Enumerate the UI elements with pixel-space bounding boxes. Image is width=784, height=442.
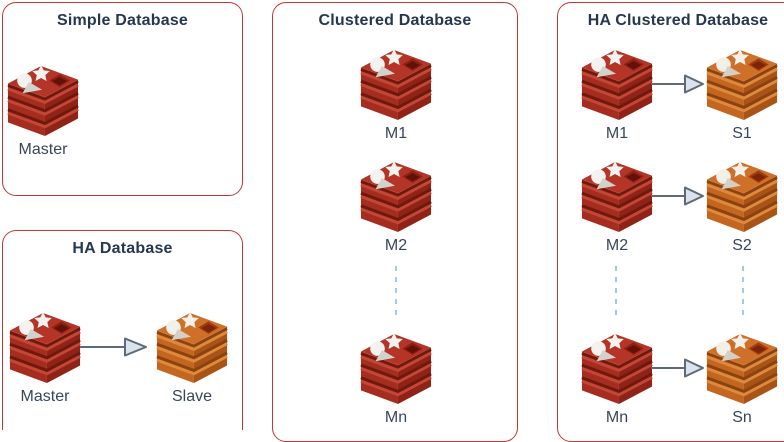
node-label: Sn xyxy=(732,409,752,426)
redis-db-icon xyxy=(706,332,778,406)
node-label: Master xyxy=(20,388,70,405)
redis-db-icon xyxy=(706,48,778,122)
node-label: M2 xyxy=(384,237,408,254)
node-sn: Sn xyxy=(706,332,778,427)
node-m2: M2 xyxy=(581,160,653,255)
ellipsis-dashed-line xyxy=(395,266,397,321)
node-label: Slave xyxy=(171,388,213,405)
node-m2: M2 xyxy=(360,160,432,255)
redis-db-icon xyxy=(581,48,653,122)
node-label: S1 xyxy=(732,125,752,142)
node-master: Master xyxy=(9,311,81,406)
redis-db-icon xyxy=(156,311,228,385)
node-slave: Slave xyxy=(156,311,228,406)
node-label: M2 xyxy=(605,237,629,254)
node-label: M1 xyxy=(605,125,629,142)
node-s2: S2 xyxy=(706,160,778,255)
node-mn: Mn xyxy=(360,332,432,427)
node-label: S2 xyxy=(732,237,752,254)
panel-simple-database-title: Simple Database xyxy=(56,12,189,29)
panel-ha-clustered-database-title: HA Clustered Database xyxy=(587,12,769,29)
panel-simple-database: Simple Database Master xyxy=(2,2,243,196)
replication-arrow-icon xyxy=(651,186,704,206)
ellipsis-dashed-line xyxy=(615,266,617,321)
node-label: Mn xyxy=(384,409,408,426)
node-master: Master xyxy=(7,64,79,159)
redis-db-icon xyxy=(360,332,432,406)
node-label: Mn xyxy=(605,409,629,426)
panel-ha-clustered-database: HA Clustered Database M1 S1 M2 S2 Mn Sn xyxy=(557,2,784,442)
node-mn: Mn xyxy=(581,332,653,427)
node-label: Master xyxy=(18,141,68,158)
redis-db-icon xyxy=(360,160,432,234)
replication-arrow-icon xyxy=(80,337,147,357)
replication-arrow-icon xyxy=(651,358,704,378)
redis-db-icon xyxy=(360,48,432,122)
ellipsis-dashed-line xyxy=(742,266,744,321)
redis-db-icon xyxy=(7,64,79,138)
panel-ha-database-title: HA Database xyxy=(72,240,173,257)
node-m1: M1 xyxy=(360,48,432,143)
redis-db-icon xyxy=(581,332,653,406)
redis-db-icon xyxy=(706,160,778,234)
redis-db-icon xyxy=(9,311,81,385)
node-s1: S1 xyxy=(706,48,778,143)
panel-ha-database: HA Database Master Slave xyxy=(2,230,243,430)
node-label: M1 xyxy=(384,125,408,142)
replication-arrow-icon xyxy=(651,74,704,94)
node-m1: M1 xyxy=(581,48,653,143)
panel-clustered-database: Clustered Database M1 M2 Mn xyxy=(272,2,518,442)
redis-db-icon xyxy=(581,160,653,234)
panel-clustered-database-title: Clustered Database xyxy=(318,12,472,29)
